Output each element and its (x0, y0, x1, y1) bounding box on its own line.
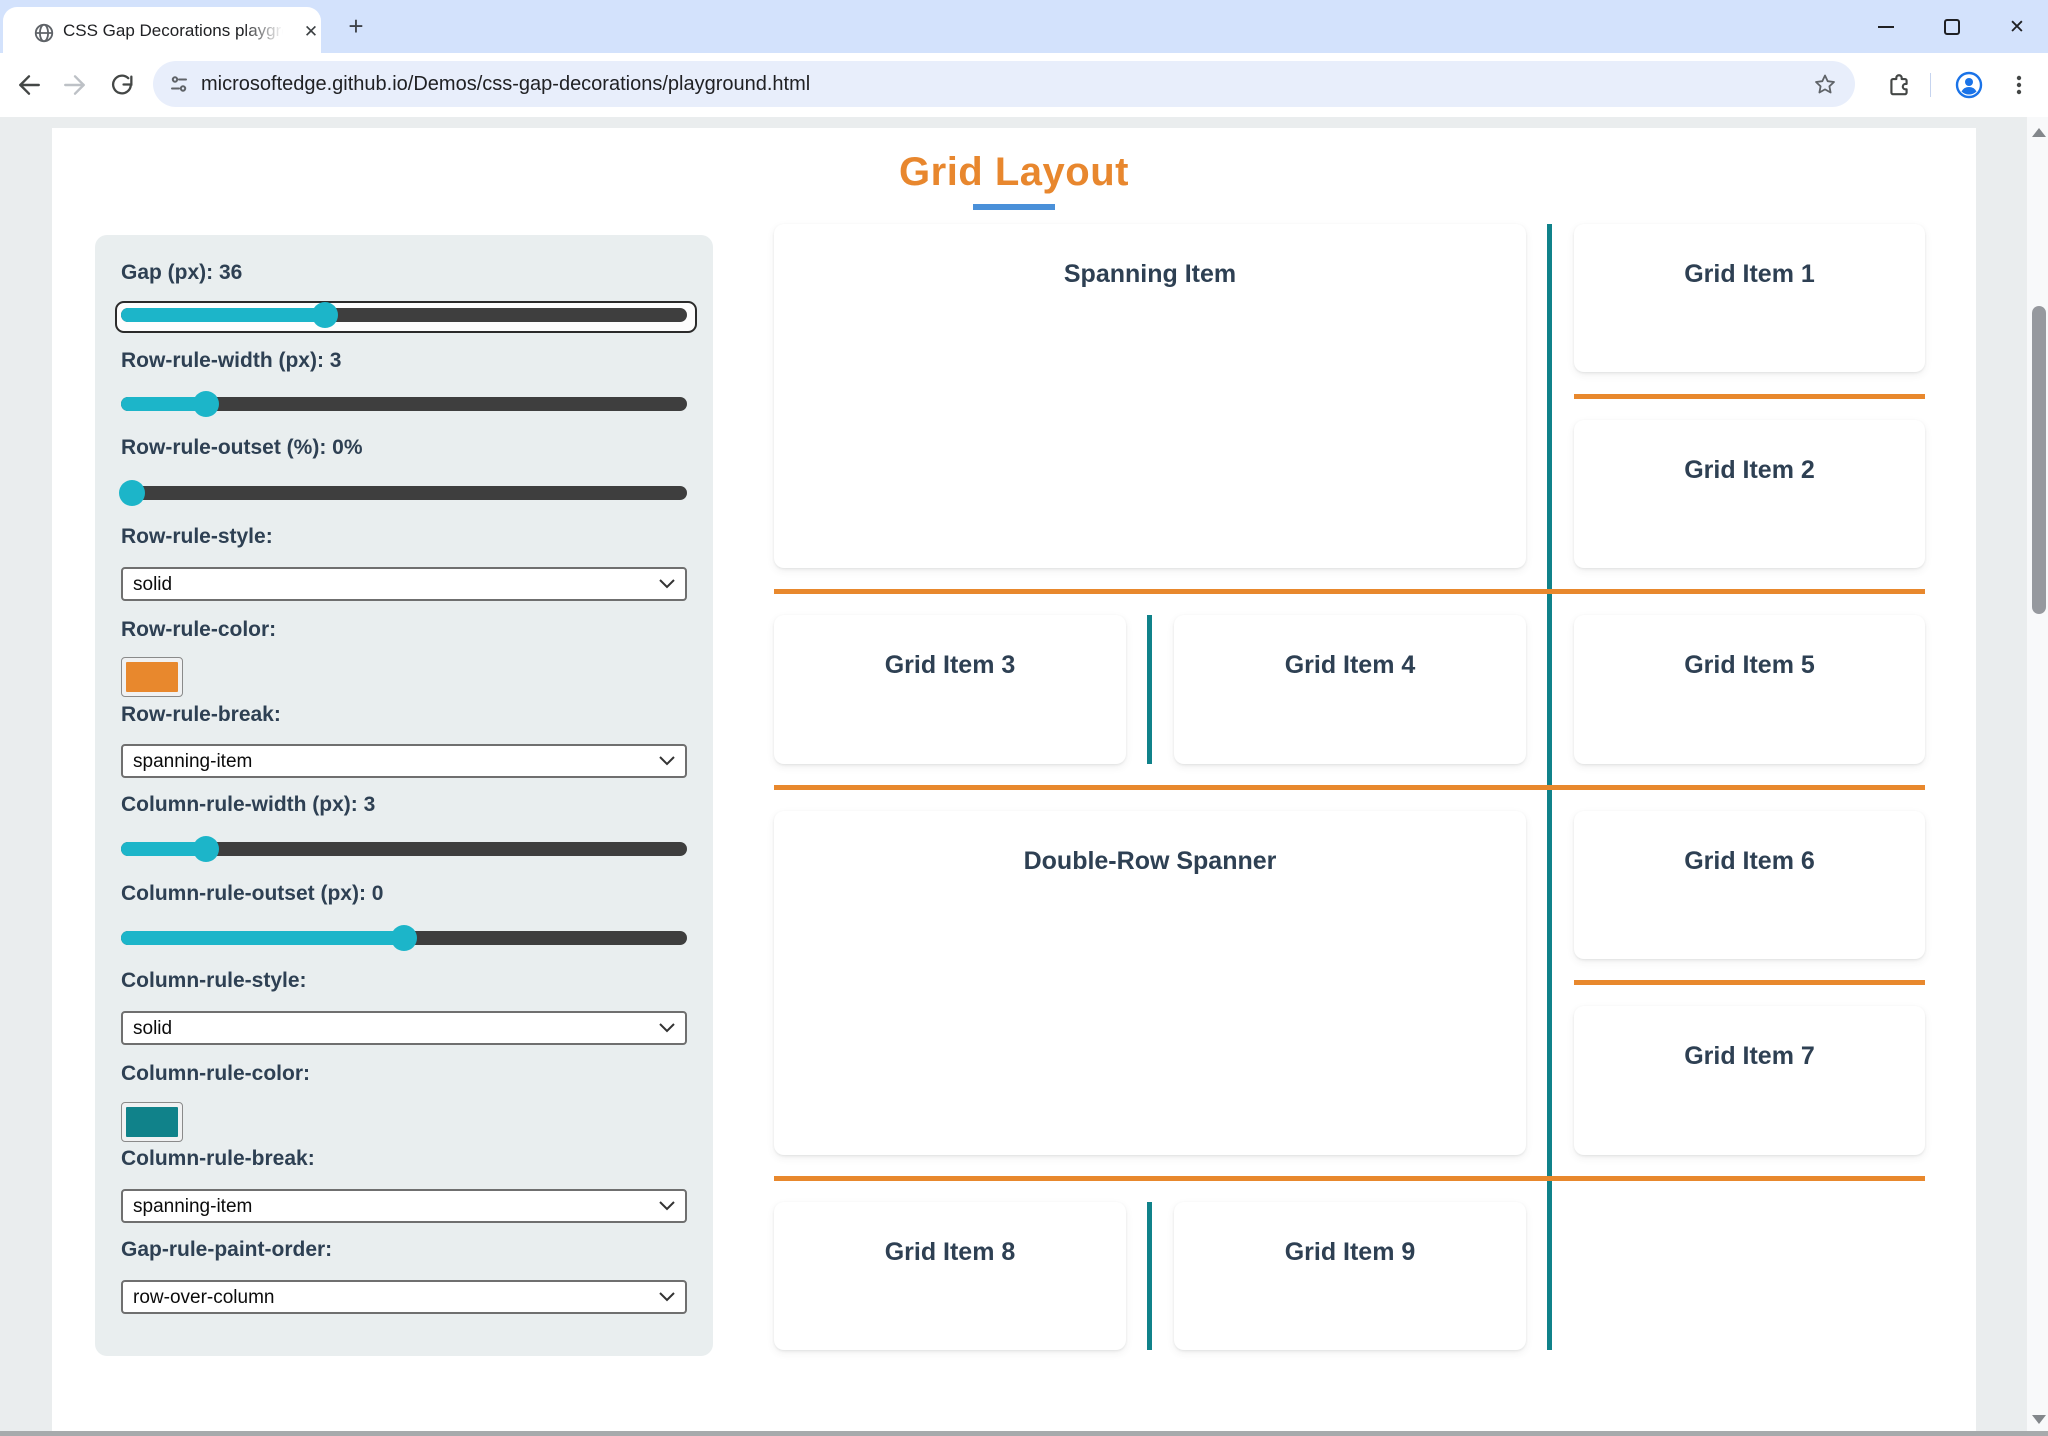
row-rule-r1-r2-col3 (1574, 394, 1925, 399)
column-rule-break-select[interactable]: spanning-item (121, 1189, 687, 1223)
row-rule-color-swatch (126, 662, 178, 692)
column-rule-outset-slider[interactable] (121, 925, 687, 951)
column-rule-break-label: Column-rule-break: (121, 1147, 315, 1170)
row-rule-r4-r5-col3 (1574, 980, 1925, 985)
active-tab[interactable]: CSS Gap Decorations playgroun ✕ (3, 7, 321, 53)
window-close-button[interactable]: ✕ (2009, 16, 2025, 38)
toolbar-separator (1930, 73, 1931, 97)
forward-button[interactable] (58, 68, 92, 102)
tab-title: CSS Gap Decorations playgroun (63, 21, 291, 40)
column-rule-color-swatch (126, 1107, 178, 1137)
gap-rule-paint-order-label: Gap-rule-paint-order: (121, 1238, 333, 1261)
gap-slider[interactable] (115, 301, 697, 333)
gap-rule-paint-order-select[interactable]: row-over-column (121, 1280, 687, 1314)
site-info-tune-icon[interactable] (167, 72, 191, 96)
scrollbar-thumb[interactable] (2032, 306, 2046, 614)
browser-menu-icon[interactable] (2002, 68, 2036, 102)
tab-close-icon[interactable]: ✕ (303, 22, 319, 41)
bookmark-star-icon[interactable] (1813, 72, 1837, 96)
reload-button[interactable] (105, 68, 139, 102)
grid-card-1: Grid Item 1 (1574, 224, 1925, 372)
grid-card-spanning-item: Spanning Item (774, 224, 1526, 568)
scrollbar-up-arrow[interactable] (2032, 128, 2046, 137)
column-rule-color-label: Column-rule-color: (121, 1062, 310, 1085)
extensions-puzzle-icon[interactable] (1882, 68, 1916, 102)
chevron-down-icon (659, 1023, 675, 1033)
row-rule-r3-r4 (774, 785, 1925, 790)
column-rule-col1-col2-row3 (1147, 615, 1152, 764)
vertical-scrollbar[interactable] (2026, 117, 2048, 1436)
grid-card-2: Grid Item 2 (1574, 420, 1925, 568)
row-rule-outset-label: Row-rule-outset (%): 0% (121, 436, 363, 459)
window-minimize-button[interactable] (1873, 14, 1899, 40)
row-rule-style-select[interactable]: solid (121, 567, 687, 601)
row-rule-style-label: Row-rule-style: (121, 525, 273, 548)
grid-card-7: Grid Item 7 (1574, 1006, 1925, 1155)
row-rule-outset-slider-thumb[interactable] (119, 480, 146, 506)
column-rule-style-select[interactable]: solid (121, 1011, 687, 1045)
row-rule-width-slider[interactable] (121, 391, 687, 417)
chevron-down-icon (659, 579, 675, 589)
url-text: microsoftedge.github.io/Demos/css-gap-de… (201, 73, 811, 95)
column-rule-color-input[interactable] (121, 1102, 183, 1142)
page-body: Grid Layout Gap (px): 36 Row-rule-width … (0, 117, 2048, 1436)
tab-strip: CSS Gap Decorations playgroun ✕ + ✕ (0, 0, 2048, 53)
tab-favicon-globe-icon (33, 22, 55, 44)
row-rule-r5-r6 (774, 1176, 1925, 1181)
grid-card-5: Grid Item 5 (1574, 615, 1925, 764)
controls-panel: Gap (px): 36 Row-rule-width (px): 3 Row-… (95, 235, 713, 1356)
gap-slider-thumb[interactable] (311, 302, 338, 328)
url-bar[interactable]: microsoftedge.github.io/Demos/css-gap-de… (153, 61, 1855, 107)
row-rule-color-label: Row-rule-color: (121, 618, 277, 641)
page-title: Grid Layout (899, 150, 1129, 194)
window-maximize-button[interactable] (1939, 14, 1965, 40)
column-rule-outset-slider-thumb[interactable] (391, 925, 417, 951)
row-rule-r2-r3 (774, 589, 1925, 594)
window-bottom-edge (0, 1431, 2048, 1436)
grid-card-8: Grid Item 8 (774, 1202, 1126, 1350)
chevron-down-icon (659, 1201, 675, 1211)
back-button[interactable] (12, 68, 46, 102)
grid-card-4: Grid Item 4 (1174, 615, 1526, 764)
row-rule-outset-slider[interactable] (119, 480, 687, 506)
column-rule-style-label: Column-rule-style: (121, 969, 307, 992)
row-rule-width-label: Row-rule-width (px): 3 (121, 349, 342, 372)
column-rule-col1-col2-row6 (1147, 1202, 1152, 1350)
grid-card-double-row-spanner: Double-Row Spanner (774, 811, 1526, 1155)
column-rule-width-slider[interactable] (121, 836, 687, 862)
row-rule-color-input[interactable] (121, 657, 183, 697)
chevron-down-icon (659, 1292, 675, 1302)
tab-title-fade (243, 19, 293, 45)
scrollbar-down-arrow[interactable] (2032, 1415, 2046, 1424)
profile-avatar[interactable] (1952, 68, 1986, 102)
grid-card-9: Grid Item 9 (1174, 1202, 1526, 1350)
row-rule-width-slider-thumb[interactable] (192, 391, 219, 417)
gap-slider-track[interactable] (121, 302, 687, 328)
row-rule-break-label: Row-rule-break: (121, 703, 281, 726)
column-rule-width-label: Column-rule-width (px): 3 (121, 793, 376, 816)
title-underline (973, 204, 1055, 210)
new-tab-button[interactable]: + (348, 11, 364, 41)
browser-toolbar: microsoftedge.github.io/Demos/css-gap-de… (0, 53, 2048, 118)
grid-card-6: Grid Item 6 (1574, 811, 1925, 959)
main-content: Grid Layout Gap (px): 36 Row-rule-width … (52, 128, 1976, 1436)
row-rule-break-select[interactable]: spanning-item (121, 744, 687, 778)
chevron-down-icon (659, 756, 675, 766)
column-rule-outset-label: Column-rule-outset (px): 0 (121, 882, 384, 905)
gap-label: Gap (px): 36 (121, 261, 243, 284)
column-rule-width-slider-thumb[interactable] (192, 836, 219, 862)
grid-card-3: Grid Item 3 (774, 615, 1126, 764)
